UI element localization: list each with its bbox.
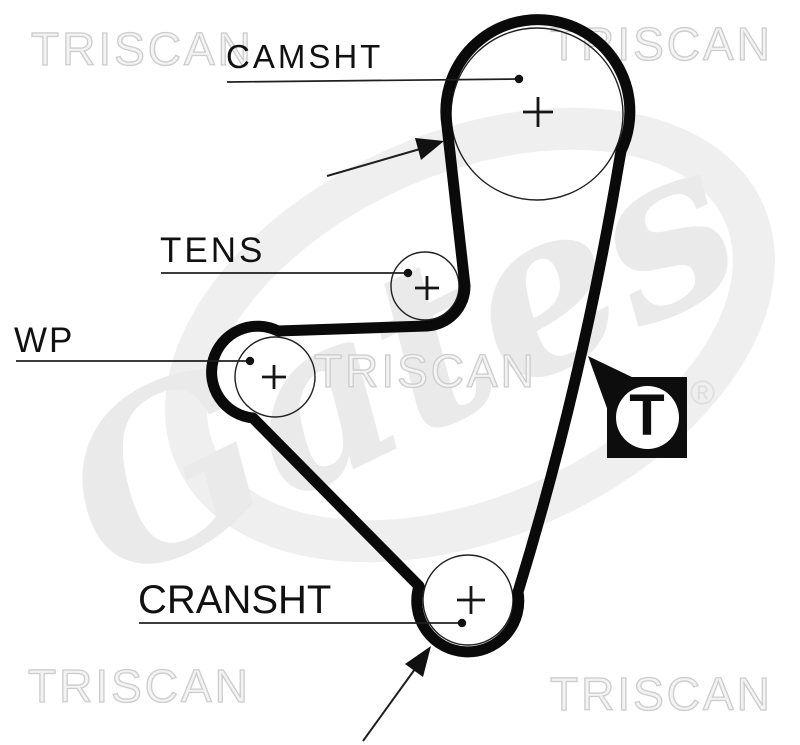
tensioner-pulley-circle <box>390 251 460 321</box>
camshaft-leader-dot <box>514 74 524 84</box>
label-tensioner: TENS <box>160 231 266 270</box>
camshaft-center-cross <box>523 97 553 127</box>
triscan-watermark-bottom-right: TRISCAN <box>549 668 773 720</box>
registered-trademark-symbol: ® <box>690 374 716 412</box>
label-camshaft: CAMSHT <box>226 38 384 75</box>
crankshaft-pulley-circle <box>422 554 514 646</box>
upper-arrow-head <box>415 138 444 160</box>
label-water-pump: WP <box>14 321 75 360</box>
triscan-watermark-top-left: TRISCAN <box>30 23 254 75</box>
water-pump-leader-dot <box>245 356 255 366</box>
crankshaft-center-cross <box>457 586 485 614</box>
label-crankshaft: CRANSHT <box>138 578 332 622</box>
triscan-watermark-middle: TRISCAN <box>313 345 537 397</box>
lower-arrow-head <box>405 646 431 677</box>
water-pump-pulley-circle <box>234 336 316 418</box>
timing-mark-circle: T <box>615 382 679 449</box>
triscan-watermark-bottom-left: TRISCAN <box>27 660 251 712</box>
water-pump-center-cross <box>262 365 286 389</box>
upper-arrow-line <box>326 148 421 177</box>
timing-mark-badge: T <box>607 377 687 458</box>
tensioner-center-cross <box>415 276 439 300</box>
camshaft-leader-line <box>226 78 520 83</box>
crankshaft-leader-dot <box>457 618 467 628</box>
timing-mark-symbol: T <box>629 382 665 448</box>
tensioner-leader-dot <box>403 268 413 278</box>
timing-belt-path <box>206 14 636 658</box>
lower-arrow-line <box>362 668 416 742</box>
